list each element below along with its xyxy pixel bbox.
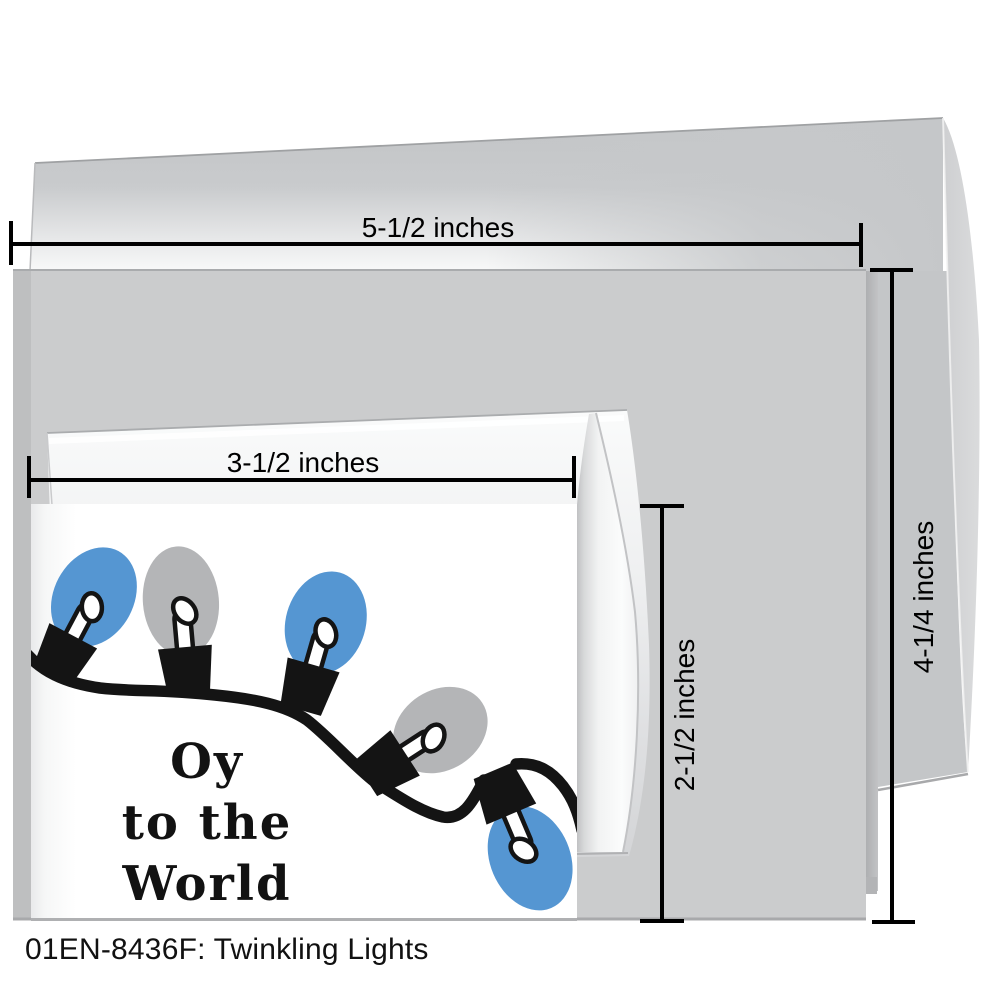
light-bulb-icon	[354, 686, 488, 797]
light-bulb-icon	[142, 546, 220, 696]
dimension-tick	[871, 919, 915, 924]
twinkling-lights-illustration	[31, 546, 577, 911]
dimension-line-large-width	[10, 241, 860, 246]
light-bulb-icon	[473, 762, 573, 911]
light-string-cord	[31, 649, 577, 833]
dimension-tick	[27, 456, 31, 498]
dimension-tick	[858, 223, 863, 267]
card-greeting-line: Oy	[170, 734, 244, 790]
card-greeting-text: Oy to the World	[57, 732, 357, 915]
dimension-label-large-width: 5-1/2 inches	[361, 212, 515, 243]
dimension-tick	[571, 456, 576, 498]
dimension-tick	[8, 221, 13, 265]
large-envelope	[29, 117, 980, 894]
dimension-label-small-width: 3-1/2 inches	[226, 447, 380, 478]
card-greeting-line: to the	[121, 795, 293, 851]
dimension-tick	[869, 268, 913, 272]
dimension-tick	[640, 919, 684, 923]
dimension-label-small-height: 2-1/2 inches	[669, 638, 700, 792]
dimension-line-small-width	[28, 477, 574, 482]
light-bulb-icon	[280, 571, 367, 716]
dimension-line-large-height	[890, 269, 894, 922]
light-bulb-icon	[32, 547, 137, 688]
product-caption: 01EN-8436F: Twinkling Lights	[25, 933, 429, 966]
dimension-label-large-height: 4-1/4 inches	[908, 520, 939, 674]
small-card: Oy to the World	[31, 504, 577, 921]
dimension-line-small-height	[660, 505, 664, 922]
card-greeting-line: World	[122, 856, 292, 912]
dimension-tick	[640, 504, 684, 508]
